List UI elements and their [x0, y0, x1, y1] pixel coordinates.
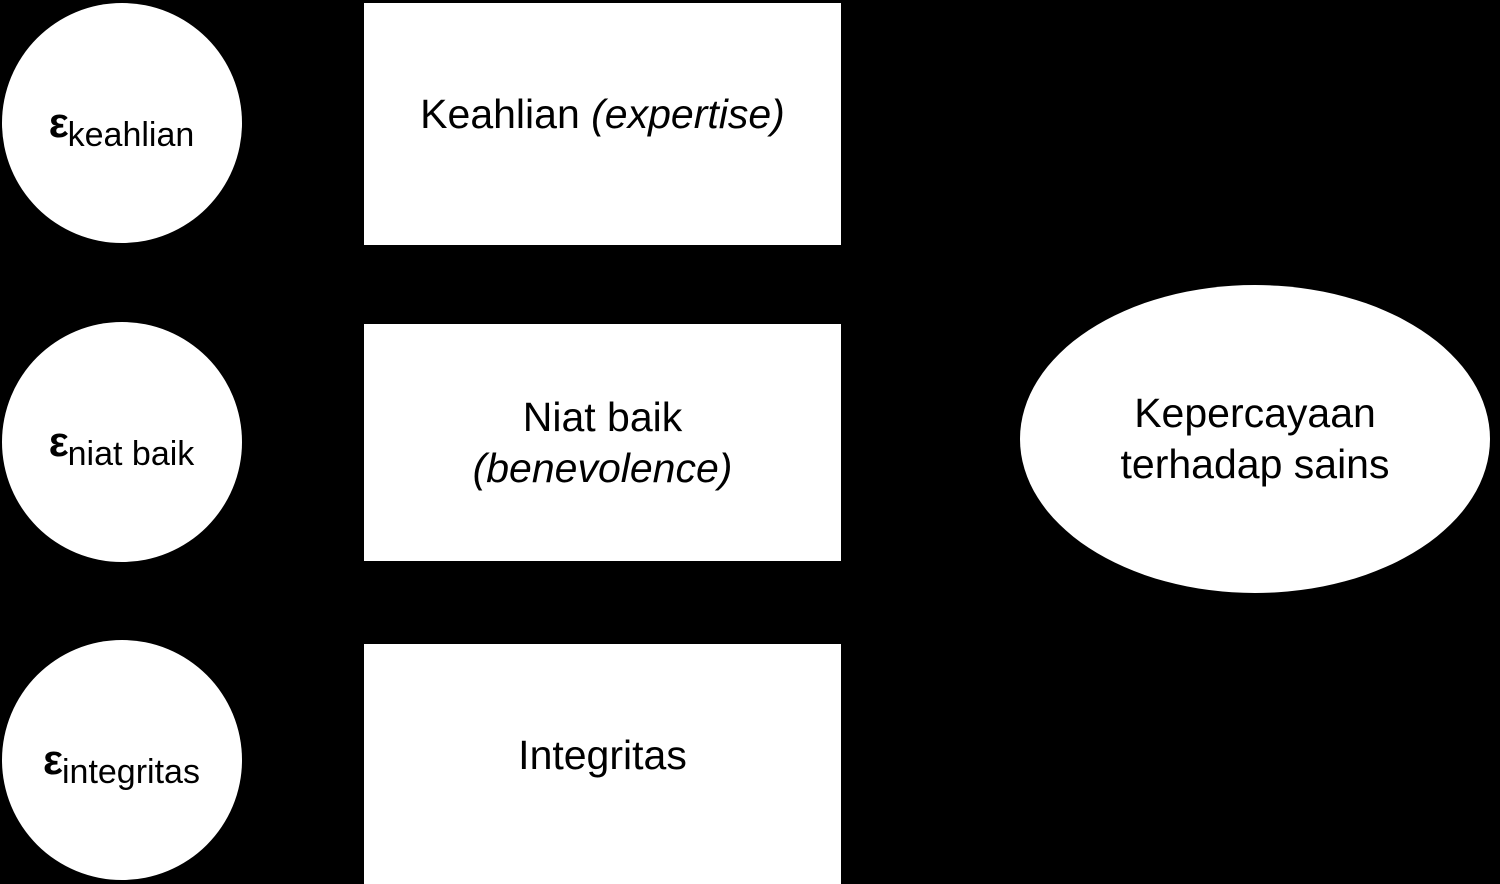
outcome-label-line2: terhadap sains	[1120, 441, 1390, 487]
epsilon-symbol: ε	[48, 99, 69, 146]
outcome-ellipse-kepercayaan-terhadap-sains: Kepercayaan terhadap sains	[1020, 285, 1490, 593]
construct-label-niat-baik: Niat baik(benevolence)	[473, 392, 733, 492]
construct-label-plain: Keahlian	[420, 91, 580, 137]
error-term-label-keahlian: εkeahlian	[48, 99, 196, 153]
epsilon-symbol: ε	[43, 736, 63, 783]
error-term-circle-keahlian: εkeahlian	[2, 3, 242, 243]
construct-label-keahlian: Keahlian (expertise)	[420, 89, 785, 139]
construct-label-italic: (expertise)	[591, 91, 785, 137]
error-term-circle-niat-baik: εniat baik	[2, 322, 242, 562]
construct-label-plain: Integritas	[518, 732, 687, 778]
construct-box-integritas: Integritas	[364, 644, 841, 884]
outcome-label-line1: Kepercayaan	[1134, 389, 1376, 436]
construct-box-keahlian: Keahlian (expertise)	[364, 3, 841, 245]
outcome-label: Kepercayaan terhadap sains	[1121, 388, 1390, 491]
epsilon-symbol: ε	[48, 418, 69, 465]
epsilon-subscript: keahlian	[67, 116, 195, 154]
construct-box-niat-baik: Niat baik(benevolence)	[364, 324, 841, 561]
error-term-label-niat-baik: εniat baik	[48, 418, 196, 472]
construct-label-italic: (benevolence)	[472, 444, 733, 491]
error-term-circle-integritas: εintegritas	[2, 640, 242, 880]
construct-label-plain: Niat baik	[522, 394, 683, 441]
construct-label-integritas: Integritas	[518, 730, 687, 780]
epsilon-subscript: niat baik	[67, 435, 195, 473]
epsilon-subscript: integritas	[61, 753, 200, 791]
error-term-label-integritas: εintegritas	[43, 736, 201, 790]
